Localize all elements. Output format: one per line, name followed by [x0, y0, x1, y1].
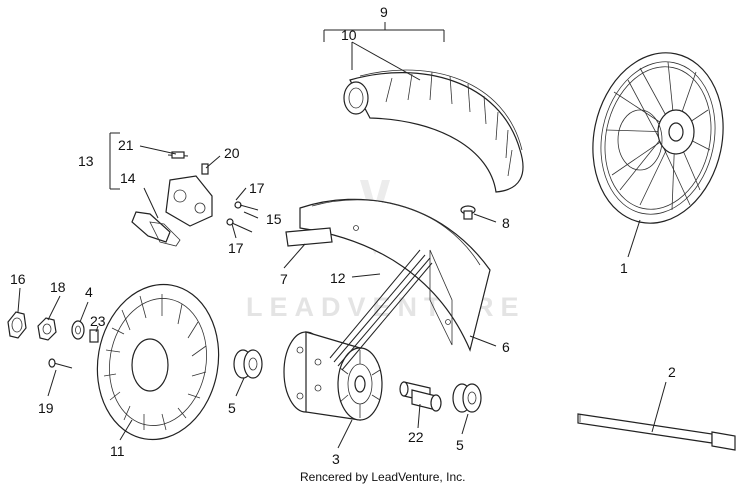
callout-13: 13 — [78, 153, 94, 169]
sleeve[interactable] — [89, 329, 99, 343]
front-axle[interactable] — [577, 413, 736, 451]
callout-1: 1 — [620, 260, 628, 276]
wheel-spacer[interactable] — [399, 381, 442, 412]
pad-pin[interactable] — [167, 151, 189, 159]
mudguard-screw[interactable] — [460, 205, 476, 220]
footer-credit: Rencered by LeadVenture, Inc. — [300, 470, 465, 484]
callout-14: 14 — [120, 170, 136, 186]
callout-19: 19 — [38, 400, 54, 416]
callout-10: 10 — [341, 27, 357, 43]
callout-12: 12 — [330, 270, 346, 286]
wheel-hub[interactable] — [283, 331, 383, 421]
mud-flap[interactable] — [285, 227, 333, 247]
callout-7: 7 — [280, 271, 288, 287]
callout-23: 23 — [90, 313, 106, 329]
callout-5-right: 5 — [456, 437, 464, 453]
self-locking-nut[interactable] — [37, 317, 57, 341]
disc-screw[interactable] — [48, 358, 73, 369]
callout-6: 6 — [502, 339, 510, 355]
front-mudguard[interactable] — [299, 198, 491, 352]
callout-18: 18 — [50, 279, 66, 295]
callout-20: 20 — [224, 145, 240, 161]
callout-3: 3 — [332, 451, 340, 467]
wheel-bearing-right[interactable] — [452, 383, 482, 413]
callout-22: 22 — [408, 429, 424, 445]
callout-2: 2 — [668, 364, 676, 380]
callout-9: 9 — [380, 4, 388, 20]
leader-lines — [17, 22, 667, 449]
washer[interactable] — [71, 320, 85, 340]
spoke-set[interactable] — [329, 249, 433, 371]
front-tyre[interactable] — [349, 69, 524, 193]
callout-11: 11 — [110, 443, 125, 459]
callout-4: 4 — [85, 284, 93, 300]
brake-disc[interactable] — [85, 275, 230, 449]
callout-21: 21 — [118, 137, 134, 153]
axle-nut[interactable] — [7, 311, 27, 339]
callout-17-upper: 17 — [249, 180, 265, 196]
wheel-bearing-left[interactable] — [233, 349, 263, 379]
callout-labels: 1 2 3 4 5 5 6 7 8 9 10 11 12 13 14 15 16… — [10, 4, 676, 467]
callout-15: 15 — [266, 211, 282, 227]
bleed-screw[interactable] — [201, 163, 209, 175]
callout-5-left: 5 — [228, 400, 236, 416]
brake-caliper[interactable] — [165, 175, 213, 227]
caliper-bolt-upper[interactable] — [234, 201, 259, 211]
inner-tube[interactable] — [343, 81, 369, 115]
front-wheel-assembly[interactable] — [578, 41, 739, 236]
callout-8: 8 — [502, 215, 510, 231]
brake-pads[interactable] — [131, 211, 181, 247]
caliper-bolt-lower[interactable] — [226, 218, 253, 233]
callout-17-lower: 17 — [228, 240, 244, 256]
callout-16: 16 — [10, 271, 26, 287]
